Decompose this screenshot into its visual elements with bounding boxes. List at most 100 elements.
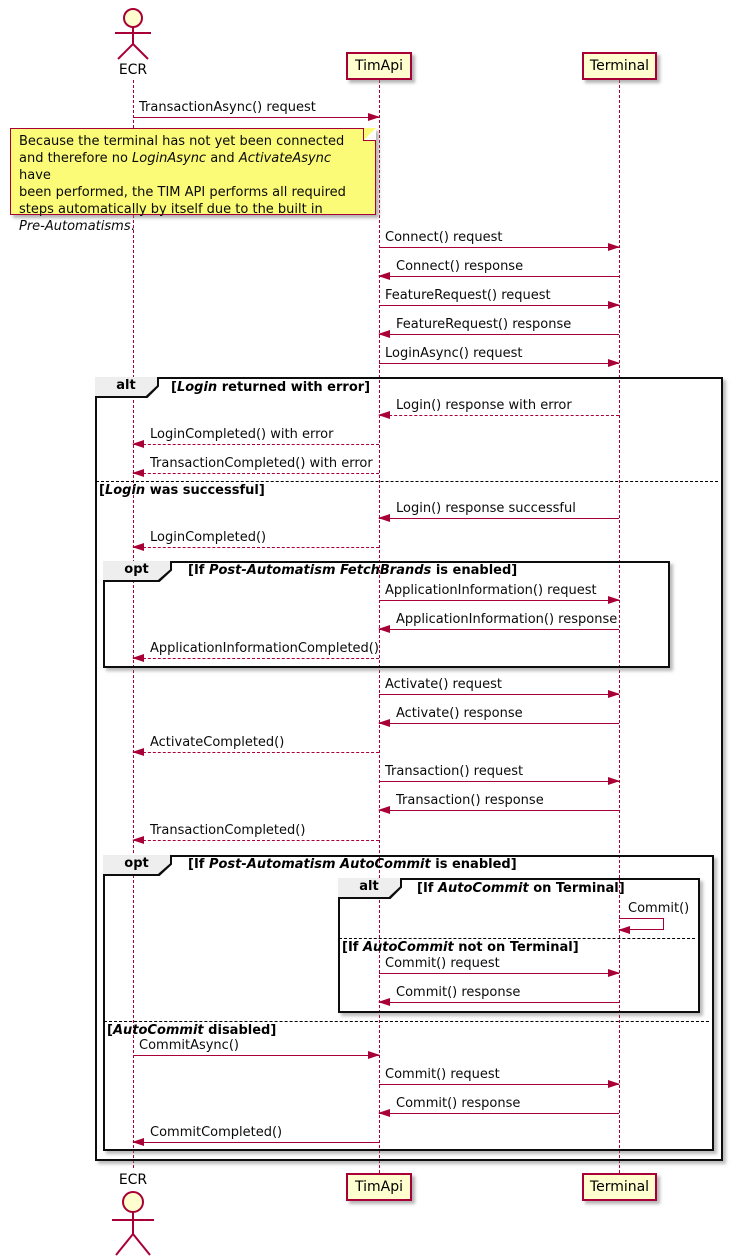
- message-commitasync: CommitAsync(): [133, 1038, 380, 1059]
- arrowhead-right-icon: [608, 596, 620, 604]
- arrowhead-right-icon: [608, 301, 620, 309]
- participant-terminal-label: Terminal: [589, 1179, 650, 1195]
- message-activatecompleted: ActivateCompleted(): [132, 735, 379, 756]
- arrowhead-left-icon: [378, 1109, 390, 1117]
- arrowhead-right-icon: [368, 1051, 380, 1059]
- opt-frame-autocommit: opt: [103, 855, 714, 1151]
- alt-login-header: alt: [95, 377, 159, 398]
- arrowhead-left-icon: [132, 654, 144, 662]
- participant-terminal-label: Terminal: [589, 58, 650, 74]
- arrowhead-left-icon: [378, 514, 390, 522]
- arrowhead-right-icon: [608, 243, 620, 251]
- opt-autocommit-divider: [104, 1021, 709, 1022]
- opt-autocommit-condition-2: [AutoCommit disabled]: [107, 1023, 277, 1038]
- arrowhead-left-icon: [132, 543, 144, 551]
- arrowhead-left-icon: [132, 748, 144, 756]
- message-activate-response: Activate() response: [378, 706, 619, 727]
- alt-login-divider: [96, 481, 718, 482]
- alt-login-condition-1: [Login returned with error]: [171, 380, 371, 395]
- message-activate-request: Activate() request: [379, 677, 620, 698]
- arrowhead-left-icon: [378, 330, 390, 338]
- arrowhead-left-icon: [378, 411, 390, 419]
- opt-autocommit-condition: [If Post-Automatism AutoCommit is enable…: [188, 857, 517, 872]
- participant-timapi-top: TimApi: [346, 52, 412, 80]
- opt-fetchbrands-header: opt: [103, 561, 172, 582]
- message-commit-self: Commit(): [618, 901, 689, 934]
- alt-frame-autocommit: alt: [338, 878, 700, 1013]
- note-line-3: been performed, the TIM API performs all…: [19, 185, 346, 200]
- arrowhead-left-icon: [378, 272, 390, 280]
- alt-keyword: alt: [359, 879, 379, 894]
- note-fold-icon: [363, 128, 376, 141]
- message-loginasync-request: LoginAsync() request: [379, 346, 620, 367]
- actor-head: [122, 1191, 144, 1213]
- alt-frame-login: alt: [95, 377, 723, 1161]
- opt-keyword: opt: [124, 562, 149, 577]
- message-applicationinformation-response: ApplicationInformation() response: [378, 612, 619, 633]
- arrowhead-left-icon: [378, 806, 390, 814]
- message-logincompleted: LoginCompleted(): [132, 530, 379, 551]
- note-line-1: Because the terminal has not yet been co…: [19, 134, 345, 149]
- arrowhead-left-icon: [618, 926, 630, 934]
- note-line-4: steps automatically by itself due to the…: [19, 202, 323, 217]
- lifeline-terminal: [619, 80, 620, 1173]
- arrowhead-right-icon: [608, 969, 620, 977]
- message-transactioncompleted: TransactionCompleted(): [132, 823, 379, 844]
- message-commit-request-2: Commit() request: [379, 1067, 620, 1088]
- message-transaction-request: Transaction() request: [379, 764, 620, 785]
- message-commit-response-1: Commit() response: [378, 985, 619, 1006]
- message-applicationinformationcompleted: ApplicationInformationCompleted(): [132, 641, 379, 662]
- arrowhead-left-icon: [132, 440, 144, 448]
- arrowhead-right-icon: [608, 777, 620, 785]
- actor-ecr-bottom: [109, 1190, 157, 1260]
- opt-fetchbrands-condition: [If Post-Automatism FetchBrands is enabl…: [188, 563, 518, 578]
- participant-timapi-label: TimApi: [354, 58, 403, 74]
- message-featurerequest-response: FeatureRequest() response: [378, 317, 619, 338]
- alt-autocommit-condition-1: [If AutoCommit on Terminal]: [417, 881, 625, 896]
- lifeline-ecr: [133, 80, 134, 1168]
- message-transaction-response: Transaction() response: [378, 793, 619, 814]
- message-connect-response: Connect() response: [378, 259, 619, 280]
- message-applicationinformation-request: ApplicationInformation() request: [379, 583, 620, 604]
- message-transactioncompleted-with-error: TransactionCompleted() with error: [132, 456, 379, 477]
- message-featurerequest-request: FeatureRequest() request: [379, 288, 620, 309]
- arrowhead-left-icon: [132, 836, 144, 844]
- alt-keyword: alt: [116, 378, 136, 393]
- arrowhead-right-icon: [608, 1080, 620, 1088]
- actor-head: [123, 8, 143, 28]
- alt-login-condition-2: [Login was successful]: [99, 483, 265, 498]
- arrowhead-left-icon: [378, 998, 390, 1006]
- note-line-2: and therefore no LoginAsync and Activate…: [19, 151, 332, 183]
- message-commit-request-1: Commit() request: [379, 956, 620, 977]
- participant-terminal-bottom: Terminal: [582, 1173, 657, 1201]
- arrowhead-right-icon: [608, 690, 620, 698]
- opt-autocommit-header: opt: [103, 855, 172, 876]
- arrowhead-left-icon: [378, 625, 390, 633]
- arrowhead-left-icon: [132, 469, 144, 477]
- actor-ecr-bottom-label: ECR: [118, 1172, 148, 1188]
- alt-autocommit-divider: [339, 938, 695, 939]
- message-connect-request: Connect() request: [379, 230, 620, 251]
- participant-timapi-label: TimApi: [354, 1179, 403, 1195]
- arrowhead-left-icon: [378, 719, 390, 727]
- note-pre-automatisms: Because the terminal has not yet been co…: [10, 128, 376, 234]
- arrowhead-right-icon: [608, 359, 620, 367]
- message-commit-response-2: Commit() response: [378, 1096, 619, 1117]
- participant-timapi-bottom: TimApi: [346, 1173, 412, 1201]
- arrowhead-right-icon: [368, 113, 380, 121]
- message-label: TransactionAsync() request: [139, 100, 316, 115]
- note-line-5: Pre-Automatisms.: [19, 219, 135, 234]
- participant-terminal-top: Terminal: [582, 52, 657, 80]
- message-commitcompleted: CommitCompleted(): [132, 1125, 379, 1146]
- opt-frame-fetchbrands: opt: [103, 561, 670, 668]
- actor-ecr-top: [109, 6, 157, 66]
- opt-keyword: opt: [124, 856, 149, 871]
- message-login-response-with-error: Login() response with error: [378, 398, 619, 419]
- alt-autocommit-condition-2: [If AutoCommit not on Terminal]: [342, 940, 579, 955]
- arrowhead-left-icon: [132, 1138, 144, 1146]
- self-message-loop: [618, 918, 664, 934]
- alt-autocommit-header: alt: [338, 878, 402, 899]
- message-logincompleted-with-error: LoginCompleted() with error: [132, 427, 379, 448]
- message-transactionasync-request: TransactionAsync() request: [133, 100, 380, 121]
